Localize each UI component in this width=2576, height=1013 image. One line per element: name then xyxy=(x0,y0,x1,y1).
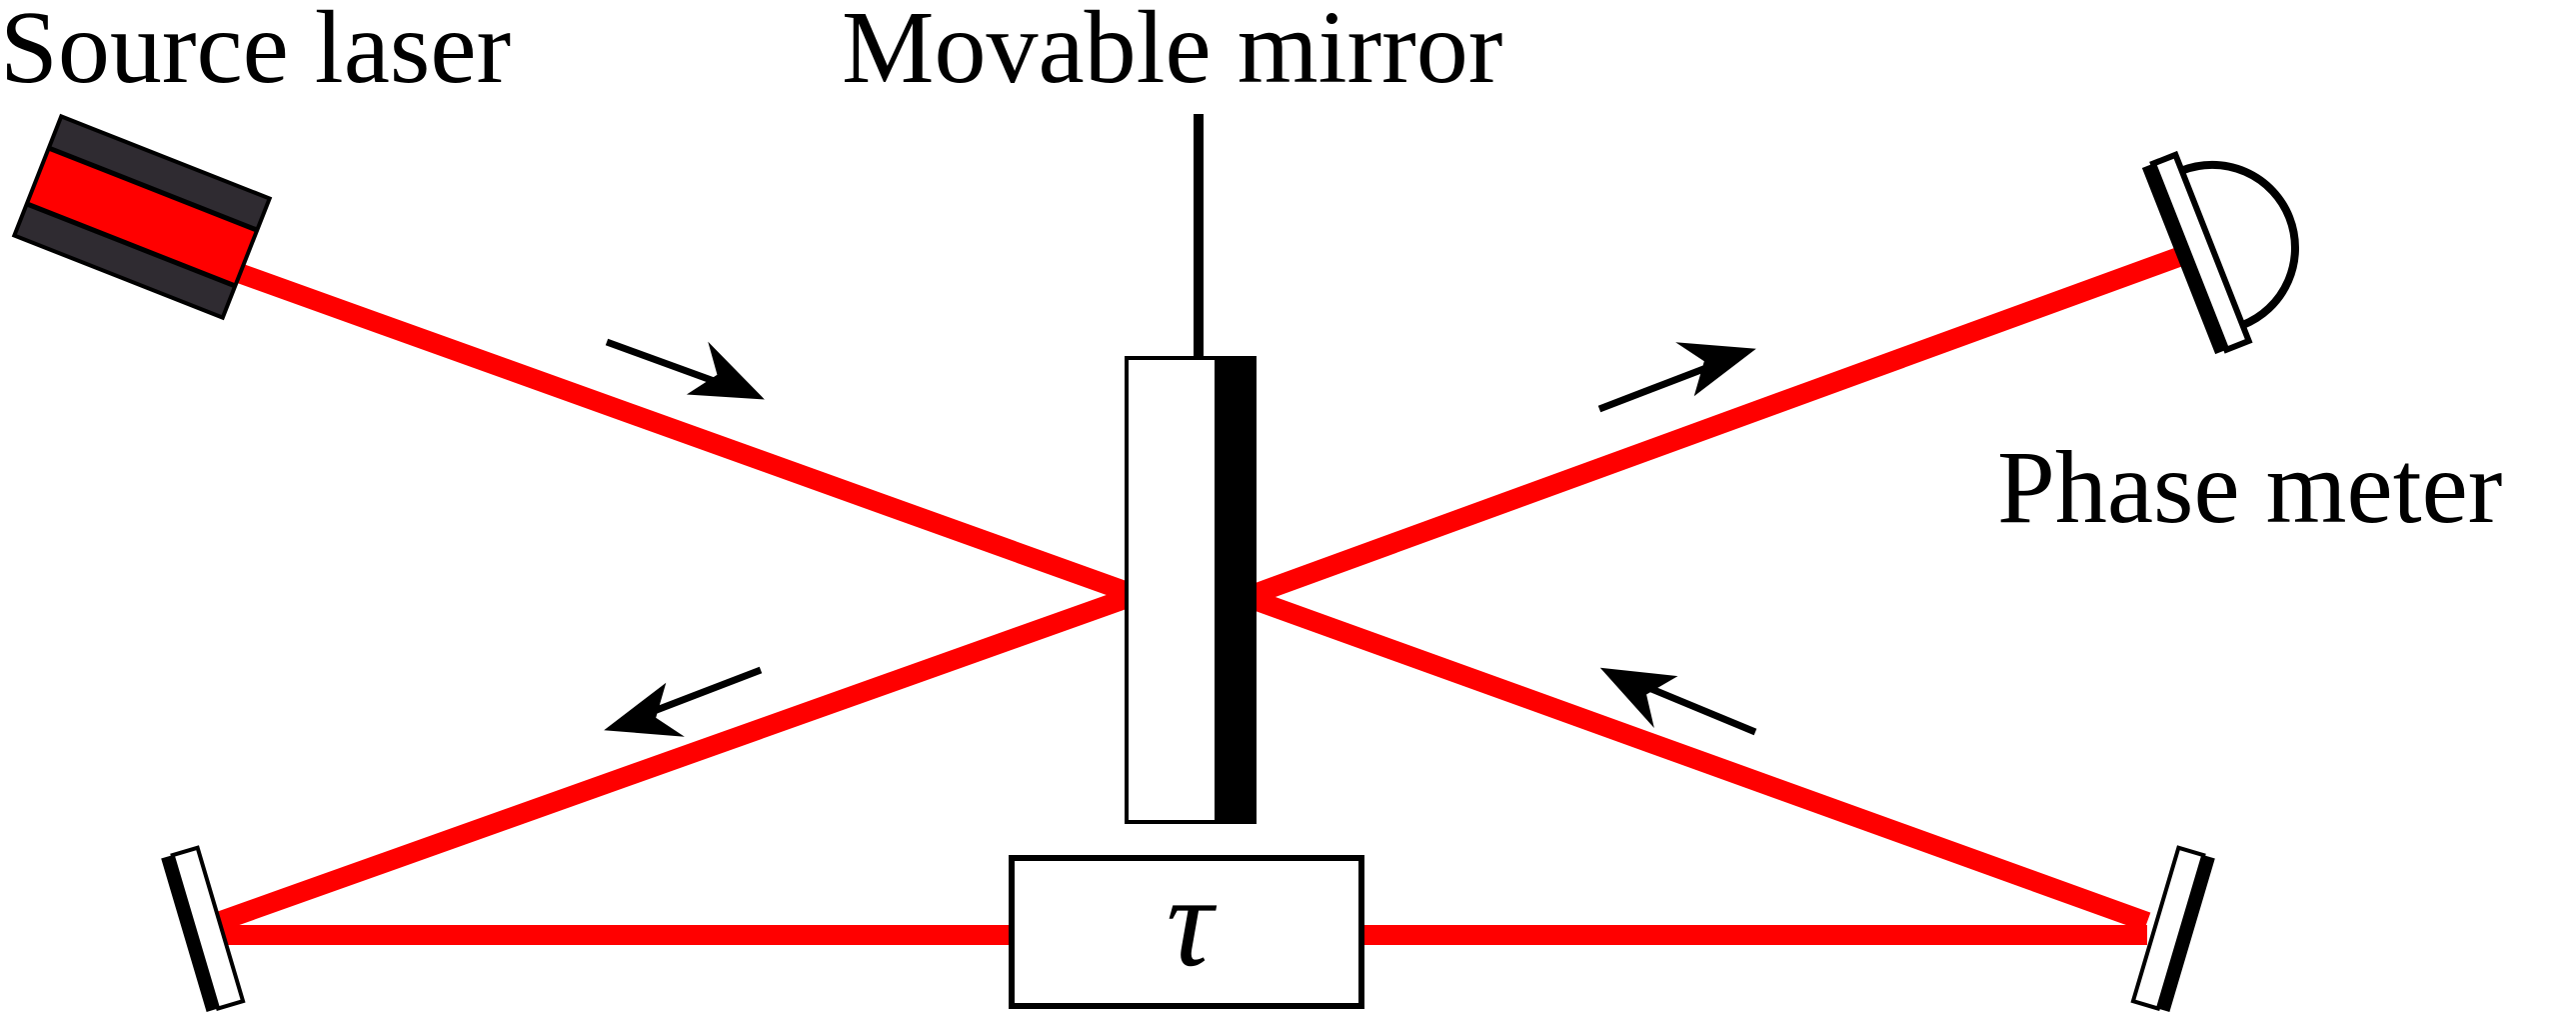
source-laser-label: Source laser xyxy=(0,0,511,105)
movable-mirror-icon xyxy=(1125,114,1257,824)
movable-mirror-label: Movable mirror xyxy=(842,0,1502,105)
arrow-left-up-icon xyxy=(1599,667,1757,736)
delay-line-box: τ xyxy=(1009,850,1364,1009)
direction-arrows xyxy=(604,338,1757,737)
laser-source-icon xyxy=(11,113,273,321)
arrow-left-down-icon xyxy=(604,666,763,737)
delay-symbol: τ xyxy=(1167,850,1218,994)
mirror-icon-bottom-left xyxy=(161,845,246,1012)
arrow-right-up-icon xyxy=(1597,342,1756,413)
phase-meter-label: Phase meter xyxy=(1997,430,2502,545)
beam-mirror-to-left-mirror xyxy=(214,588,1132,932)
beam-right-mirror-to-movable-mirror xyxy=(1248,589,2151,932)
beam-laser-to-mirror xyxy=(221,258,1132,602)
photodetector-icon xyxy=(2141,150,2299,355)
laser-beams xyxy=(214,245,2188,945)
arrow-right-down-icon xyxy=(605,338,765,400)
mirror-icon-bottom-right xyxy=(2130,845,2215,1012)
beam-mirror-to-detector xyxy=(1248,245,2188,605)
